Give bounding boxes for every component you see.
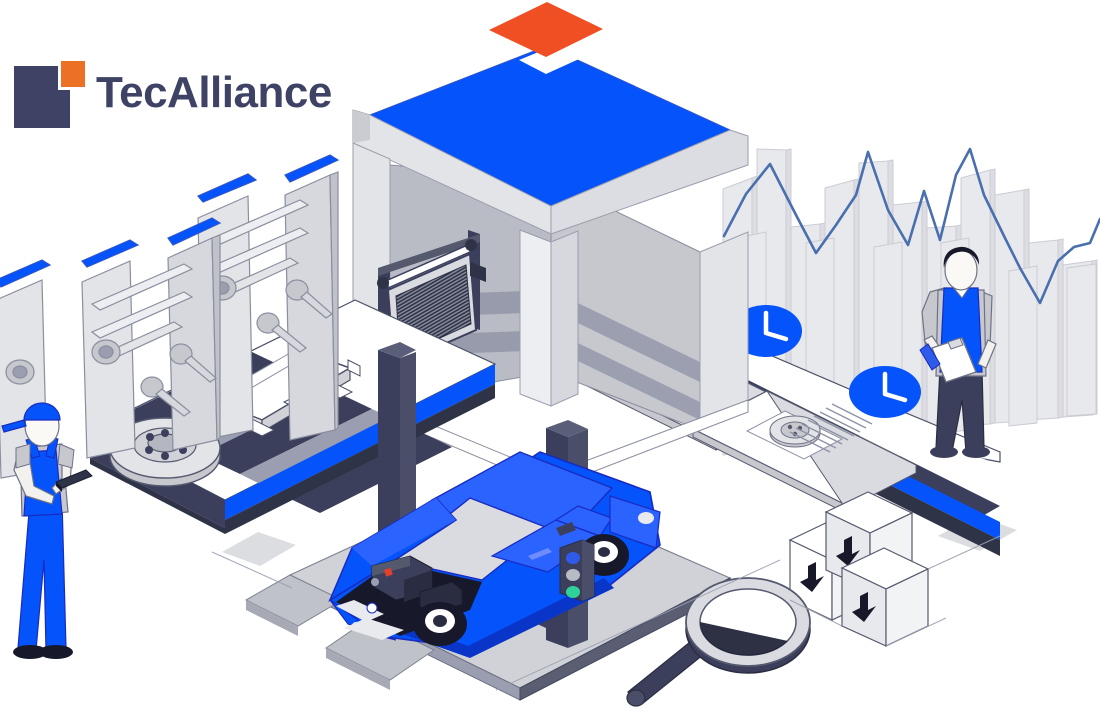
orange-marker (489, 2, 603, 57)
green-lamp (566, 586, 580, 598)
clock-icon (849, 366, 921, 418)
parcel-boxes (788, 491, 930, 647)
pen-icon (919, 343, 941, 371)
brand-logo: TecAlliance (14, 58, 332, 128)
brand-name: TecAlliance (96, 68, 332, 117)
gear-part-icon (769, 415, 821, 448)
robot-arm-2 (81, 217, 222, 459)
blue-lamp (566, 552, 580, 564)
robot-arm-3 (197, 154, 340, 441)
worker-right (919, 246, 997, 458)
floor-guides (211, 535, 1001, 691)
logo-orange-square (58, 58, 88, 90)
car-wheel-front (413, 602, 467, 646)
box-front (840, 547, 930, 647)
worker-left (1, 402, 93, 659)
document-card-2 (691, 366, 921, 512)
clipboard-icon (931, 337, 977, 383)
tablet-icon (55, 469, 93, 492)
traffic-light (559, 539, 595, 602)
square-logo-icon (14, 58, 88, 128)
chart-trend-line (722, 147, 1100, 305)
gray-lamp (566, 569, 580, 581)
magnifier (626, 577, 811, 707)
robot-arms (0, 154, 340, 479)
